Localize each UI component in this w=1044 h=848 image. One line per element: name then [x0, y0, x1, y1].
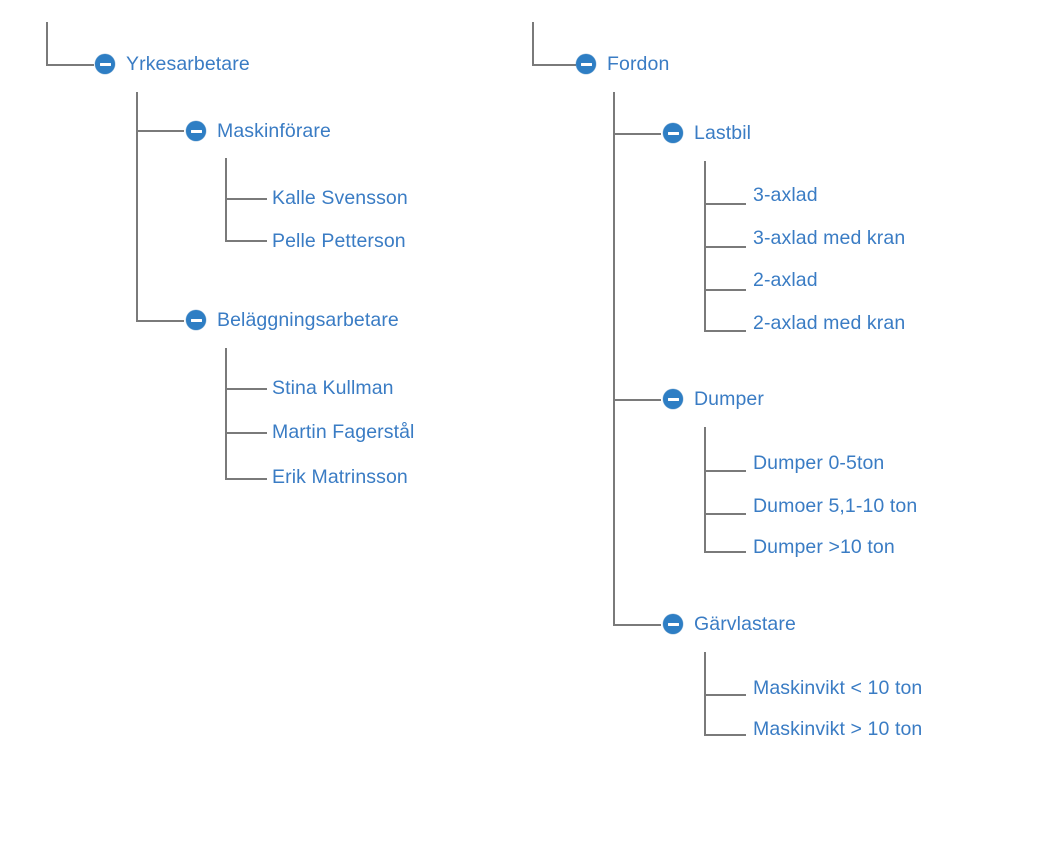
branch-trunk-fordon [613, 92, 615, 626]
root-connector-horizontal-left [46, 64, 94, 66]
tree-node-maskinforare[interactable]: Maskinförare [186, 118, 331, 144]
tree-leaf-2-axlad[interactable]: 2-axlad [753, 267, 818, 293]
root-connector-vertical-left [46, 22, 48, 66]
root-connector-horizontal-right [532, 64, 576, 66]
leaf-trunk-maskinforare [225, 158, 227, 242]
tree-leaf-label: Kalle Svensson [272, 187, 408, 209]
collapse-minus-icon[interactable] [186, 310, 206, 330]
leaf-trunk-dumper [704, 427, 706, 552]
branch-connector-belaggningsarbetare [136, 320, 184, 322]
branch-connector-dumper [613, 399, 661, 401]
leaf-connector-2-axlad [704, 289, 746, 291]
tree-leaf-3-axlad[interactable]: 3-axlad [753, 182, 818, 208]
leaf-connector-pelle-petterson [225, 240, 267, 242]
tree-leaf-dumper-over-10-ton[interactable]: Dumper >10 ton [753, 534, 895, 560]
tree-node-label: Dumper [694, 388, 764, 410]
tree-node-fordon[interactable]: Fordon [576, 51, 669, 77]
collapse-minus-icon[interactable] [186, 121, 206, 141]
collapse-minus-icon[interactable] [663, 389, 683, 409]
tree-leaf-label: Maskinvikt < 10 ton [753, 677, 923, 699]
tree-leaf-label: Maskinvikt > 10 ton [753, 718, 923, 740]
tree-leaf-label: 2-axlad [753, 269, 818, 291]
collapse-minus-icon[interactable] [663, 614, 683, 634]
tree-node-belaggningsarbetare[interactable]: Beläggningsarbetare [186, 307, 399, 333]
leaf-connector-erik-matrinsson [225, 478, 267, 480]
leaf-connector-maskinvikt-over-10-ton [704, 734, 746, 736]
tree-node-garvlastare[interactable]: Gärvlastare [663, 611, 796, 637]
tree-leaf-dumper-0-5ton[interactable]: Dumper 0-5ton [753, 450, 884, 476]
leaf-trunk-belaggningsarbetare [225, 348, 227, 480]
tree-leaf-label: Erik Matrinsson [272, 466, 408, 488]
leaf-connector-kalle-svensson [225, 198, 267, 200]
tree-node-label: Beläggningsarbetare [217, 309, 399, 331]
branch-connector-lastbil [613, 133, 661, 135]
leaf-connector-2-axlad-med-kran [704, 330, 746, 332]
tree-leaf-dumoer-5-1-10-ton[interactable]: Dumoer 5,1-10 ton [753, 493, 917, 519]
collapse-minus-icon[interactable] [663, 123, 683, 143]
tree-node-dumper[interactable]: Dumper [663, 386, 764, 412]
branch-connector-maskinforare [136, 130, 184, 132]
tree-leaf-label: Stina Kullman [272, 377, 394, 399]
collapse-minus-icon[interactable] [576, 54, 596, 74]
tree-node-yrkesarbetare[interactable]: Yrkesarbetare [95, 51, 250, 77]
tree-node-label: Gärvlastare [694, 613, 796, 635]
tree-node-label: Maskinförare [217, 120, 331, 142]
tree-leaf-maskinvikt-over-10-ton[interactable]: Maskinvikt > 10 ton [753, 716, 922, 742]
tree-leaf-martin-fagerstal[interactable]: Martin Fagerstål [272, 419, 414, 445]
tree-leaf-label: 3-axlad med kran [753, 227, 906, 249]
leaf-connector-3-axlad-med-kran [704, 246, 746, 248]
leaf-connector-stina-kullman [225, 388, 267, 390]
tree-node-lastbil[interactable]: Lastbil [663, 120, 751, 146]
tree-leaf-label: 2-axlad med kran [753, 312, 906, 334]
root-connector-vertical-right [532, 22, 534, 66]
tree-leaf-3-axlad-med-kran[interactable]: 3-axlad med kran [753, 225, 905, 251]
leaf-trunk-garvlastare [704, 652, 706, 735]
tree-node-label: Yrkesarbetare [126, 53, 250, 75]
leaf-connector-dumoer-5-1-10-ton [704, 513, 746, 515]
tree-leaf-kalle-svensson[interactable]: Kalle Svensson [272, 185, 408, 211]
tree-leaf-maskinvikt-under-10-ton[interactable]: Maskinvikt < 10 ton [753, 675, 922, 701]
tree-leaf-label: 3-axlad [753, 184, 818, 206]
tree-node-label: Fordon [607, 53, 670, 75]
collapse-minus-icon[interactable] [95, 54, 115, 74]
tree-leaf-stina-kullman[interactable]: Stina Kullman [272, 375, 394, 401]
tree-leaf-label: Dumper >10 ton [753, 536, 895, 558]
tree-leaf-label: Pelle Petterson [272, 230, 406, 252]
leaf-connector-dumper-0-5ton [704, 470, 746, 472]
tree-leaf-pelle-petterson[interactable]: Pelle Petterson [272, 228, 406, 254]
tree-leaf-label: Martin Fagerstål [272, 421, 415, 443]
tree-node-label: Lastbil [694, 122, 752, 144]
branch-connector-garvlastare [613, 624, 661, 626]
tree-leaf-2-axlad-med-kran[interactable]: 2-axlad med kran [753, 310, 905, 336]
tree-leaf-label: Dumoer 5,1-10 ton [753, 495, 918, 517]
tree-leaf-label: Dumper 0-5ton [753, 452, 885, 474]
tree-leaf-erik-matrinsson[interactable]: Erik Matrinsson [272, 464, 408, 490]
leaf-connector-dumper-over-10-ton [704, 551, 746, 553]
leaf-connector-maskinvikt-under-10-ton [704, 694, 746, 696]
leaf-connector-martin-fagerstal [225, 432, 267, 434]
branch-trunk-yrkesarbetare [136, 92, 138, 322]
leaf-connector-3-axlad [704, 203, 746, 205]
